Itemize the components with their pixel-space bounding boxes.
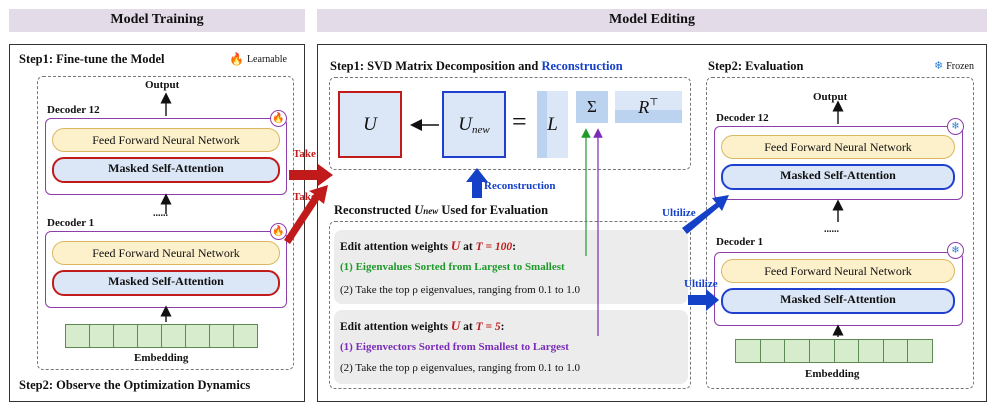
matrix-sigma: Σ: [576, 91, 608, 123]
eval-ffn-12: Feed Forward Neural Network: [721, 135, 955, 159]
eval-msa-1: Masked Self-Attention: [721, 288, 955, 314]
training-ffn-1: Feed Forward Neural Network: [52, 241, 280, 265]
reconstruction-label: Reconstruction: [484, 180, 556, 192]
snowflake-icon: ❄: [947, 242, 964, 259]
eval-embedding: [735, 339, 933, 363]
eval-output-label: Output: [813, 91, 848, 103]
edit-t100-title: Edit attention weights U at T = 100:: [340, 238, 517, 253]
equals-sign: =: [512, 107, 527, 136]
eval-embedding-label: Embedding: [805, 368, 860, 380]
snowflake-icon: ❄: [934, 60, 944, 72]
training-step1-title: Step1: Fine-tune the Model: [19, 52, 165, 66]
edit-box-t100: [334, 230, 688, 304]
eval-dots: ......: [824, 224, 839, 235]
eval-decoder-12-label: Decoder 12: [716, 112, 769, 124]
learnable-legend: 🔥 Learnable: [229, 52, 287, 66]
matrix-L: L: [537, 91, 568, 158]
eval-msa-12: Masked Self-Attention: [721, 164, 955, 190]
matrix-R-transpose: R⊤: [615, 91, 682, 123]
training-embedding: [65, 324, 258, 348]
matrix-U: U: [338, 91, 402, 158]
svd-frame: [329, 77, 691, 170]
flame-icon: 🔥: [229, 52, 244, 66]
edit-t5-line2: (2) Take the top ρ eigenvalues, ranging …: [340, 362, 581, 374]
edit-t100-line1: (1) Eigenvalues Sorted from Largest to S…: [340, 261, 565, 273]
training-msa-12: Masked Self-Attention: [52, 157, 280, 183]
flame-icon: 🔥: [270, 223, 287, 240]
training-step2-title: Step2: Observe the Optimization Dynamics: [19, 378, 251, 392]
training-decoder-1-label: Decoder 1: [47, 217, 95, 229]
flame-icon: 🔥: [270, 110, 287, 127]
eval-decoder-1-label: Decoder 1: [716, 236, 764, 248]
edit-t5-title: Edit attention weights U at T = 5:: [340, 318, 505, 333]
training-dots: ......: [153, 208, 168, 219]
frozen-legend: ❄ Frozen: [934, 60, 974, 72]
header-model-editing: Model Editing: [317, 9, 987, 32]
recon-title: Reconstructed Unew Used for Evaluation: [334, 203, 549, 217]
edit-box-t5: [334, 310, 688, 384]
header-model-training: Model Training: [9, 9, 305, 32]
svd-step1-title: Step1: SVD Matrix Decomposition and Reco…: [330, 59, 623, 73]
edit-t5-line1: (1) Eigenvectors Sorted from Smallest to…: [340, 341, 569, 353]
snowflake-icon: ❄: [947, 118, 964, 135]
training-embedding-label: Embedding: [134, 352, 189, 364]
training-output-label: Output: [145, 79, 180, 91]
training-ffn-12: Feed Forward Neural Network: [52, 128, 280, 152]
eval-ffn-1: Feed Forward Neural Network: [721, 259, 955, 283]
training-decoder-12-label: Decoder 12: [47, 104, 100, 116]
eval-step2-title: Step2: Evaluation: [708, 59, 804, 73]
training-msa-1: Masked Self-Attention: [52, 270, 280, 296]
edit-t100-line2: (2) Take the top ρ eigenvalues, ranging …: [340, 284, 581, 296]
